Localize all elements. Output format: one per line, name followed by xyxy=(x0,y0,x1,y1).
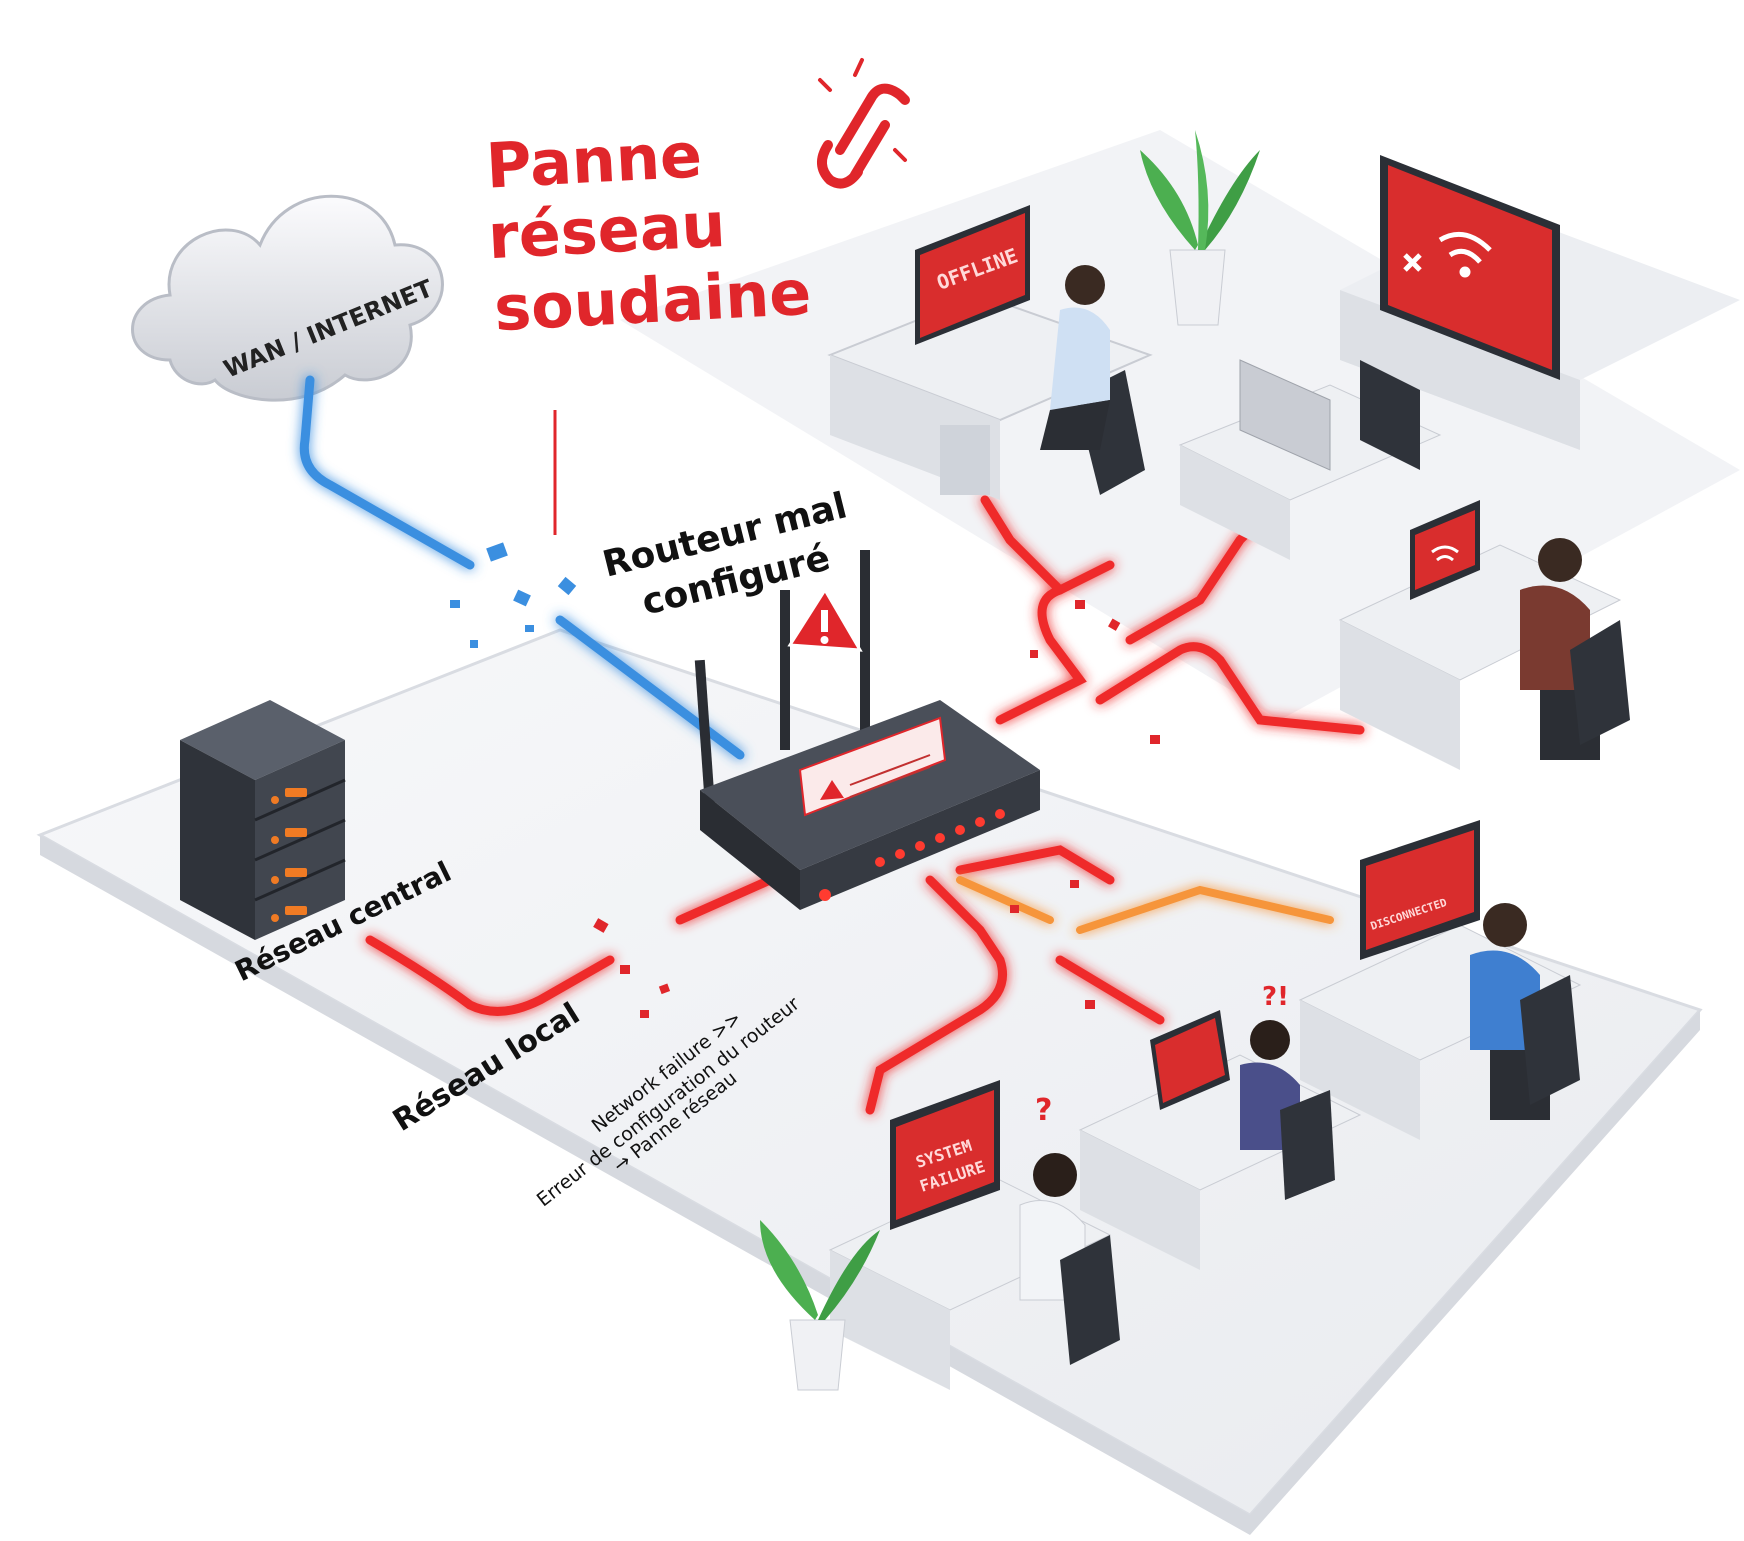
wifi-off-icon xyxy=(1403,231,1492,278)
cable-break-fragments xyxy=(593,600,1160,1018)
desk-wifi-off xyxy=(1340,155,1740,450)
desk-laptop-wifi xyxy=(1338,500,1630,770)
svg-text:?!: ?! xyxy=(1262,982,1289,1012)
person-head xyxy=(1250,1020,1290,1060)
question-icon: ? ?! xyxy=(1035,982,1289,1128)
wan-break-fragments xyxy=(450,542,577,648)
server-rack xyxy=(180,700,346,940)
office-chair xyxy=(1280,1090,1335,1200)
wan-cable xyxy=(299,375,745,760)
office-chair xyxy=(1060,1235,1120,1365)
title-line-1: Panne xyxy=(484,118,704,203)
office-chair xyxy=(1360,360,1420,470)
plant-icon xyxy=(760,1220,880,1391)
person-head xyxy=(1538,538,1582,582)
desk-idle xyxy=(1178,359,1442,560)
title-line-2: réseau xyxy=(486,187,728,274)
broken-link-icon xyxy=(817,58,910,189)
cloud-icon xyxy=(131,194,444,402)
desk-laptop-error xyxy=(1078,1010,1362,1270)
desk-system-failure: SYSTEM FAILURE ? ?! xyxy=(828,982,1289,1390)
svg-text:?: ? xyxy=(1035,1093,1052,1128)
office-chair xyxy=(1520,975,1580,1105)
router xyxy=(694,550,1040,910)
person-head xyxy=(1033,1153,1077,1197)
warning-icon xyxy=(787,587,863,652)
plant-icon xyxy=(1140,130,1260,326)
desk-disconnected: DISCONNECTED xyxy=(1298,820,1582,1140)
person-head xyxy=(1065,265,1105,305)
office-chair xyxy=(1570,620,1630,745)
lan-cables-orange xyxy=(956,876,1334,934)
lan-cables xyxy=(365,495,1365,1115)
person-head xyxy=(1483,903,1527,947)
desk-offline: OFFLINE xyxy=(827,205,1153,500)
